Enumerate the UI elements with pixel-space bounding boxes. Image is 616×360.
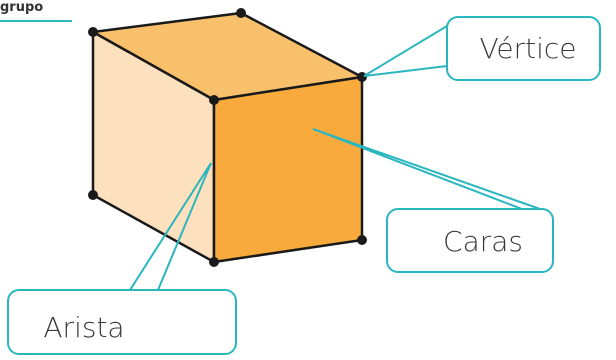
vertex-dot — [88, 27, 98, 37]
vertex-dot — [209, 95, 219, 105]
vertex-callout-pointer — [363, 25, 448, 77]
cube — [91, 11, 364, 264]
front-face — [212, 75, 364, 264]
vertex-dot — [209, 257, 219, 267]
section-tab: grupo — [0, 0, 72, 22]
faces-callout: Caras — [312, 128, 554, 273]
vertex-callout: Vértice — [363, 16, 601, 81]
vertex-callout-label: Vértice — [479, 32, 576, 65]
faces-callout-pointer — [312, 128, 541, 210]
faces-callout-label: Caras — [443, 225, 523, 258]
vertex-dot — [88, 190, 98, 200]
edge-callout: Arista — [7, 162, 237, 355]
vertex-dot — [357, 235, 367, 245]
vertices — [88, 8, 367, 267]
edge-callout-label: Arista — [43, 311, 124, 344]
faces-callout-box — [386, 208, 554, 273]
section-tab-label: grupo — [0, 0, 44, 15]
vertex-dot — [236, 8, 246, 18]
vertex-callout-box — [446, 16, 601, 81]
vertex-dot — [357, 72, 367, 82]
edge-callout-box — [7, 289, 237, 355]
edge-callout-pointer — [129, 162, 212, 291]
